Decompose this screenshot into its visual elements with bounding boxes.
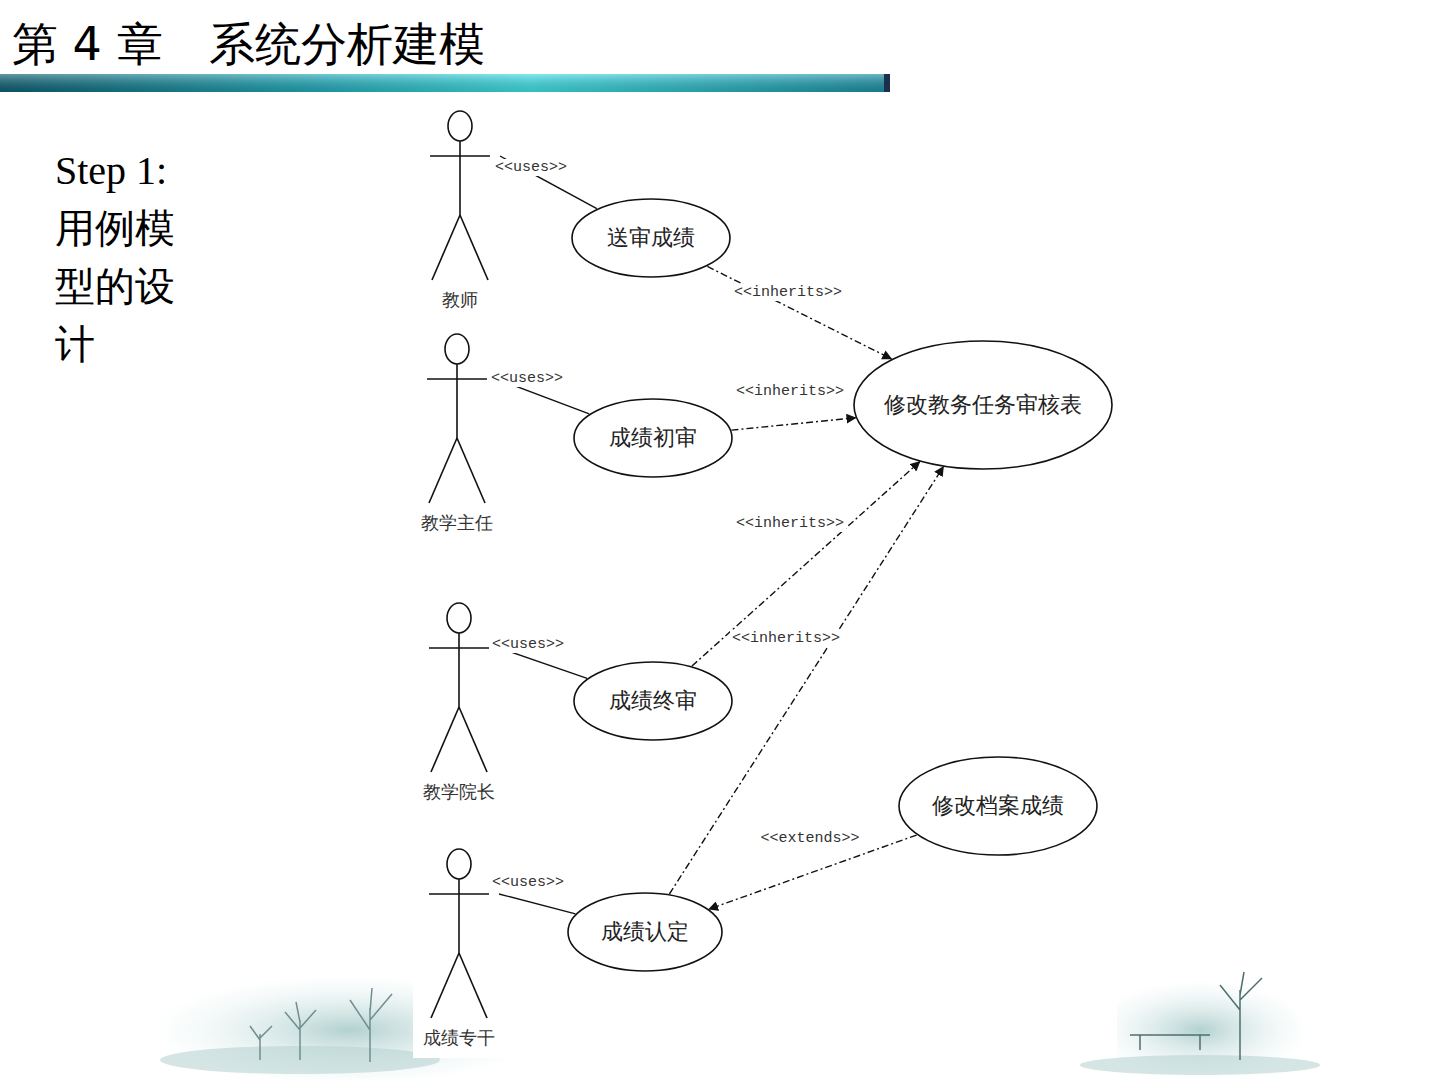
step-heading: Step 1: 用例模型的设计 — [55, 142, 213, 374]
dependency-arrow — [707, 266, 891, 359]
actor-figure: 成绩专干 — [419, 848, 499, 1052]
association-line — [499, 648, 587, 678]
stick-figure — [419, 602, 499, 806]
dependency-arrow — [692, 462, 920, 666]
use-case-ellipse: 修改教务任务审核表 — [853, 340, 1113, 470]
actor-figure: 教学院长 — [419, 602, 499, 806]
stick-figure — [420, 110, 500, 314]
page-title: 第 4 章 系统分析建模 — [12, 14, 485, 76]
stereotype-label: <<uses>> — [490, 874, 566, 891]
stereotype-label: <<inherits>> — [734, 383, 846, 400]
use-case-ellipse: 成绩认定 — [567, 892, 723, 972]
use-case-name: 成绩认定 — [601, 917, 689, 947]
actor-name: 教学主任 — [417, 511, 497, 535]
stereotype-label: <<extends>> — [758, 830, 861, 847]
use-case-name: 成绩初审 — [609, 423, 697, 453]
actor-name: 教学院长 — [419, 780, 499, 804]
header-bar-shade — [0, 74, 884, 92]
use-case-name: 修改教务任务审核表 — [884, 390, 1082, 420]
use-case-ellipse: 送审成绩 — [571, 198, 731, 278]
dependency-arrow — [731, 418, 855, 430]
diagram-ground — [413, 100, 1117, 1058]
stereotype-label: <<inherits>> — [734, 515, 846, 532]
use-case-name: 成绩终审 — [609, 686, 697, 716]
association-line — [499, 894, 575, 914]
stereotype-label: <<uses>> — [493, 159, 569, 176]
stereotype-label: <<inherits>> — [730, 630, 842, 647]
stereotype-label: <<inherits>> — [732, 284, 844, 301]
use-case-name: 修改档案成绩 — [932, 791, 1064, 821]
use-case-ellipse: 成绩终审 — [573, 661, 733, 741]
use-case-ellipse: 成绩初审 — [573, 398, 733, 478]
header-bar-cap — [884, 74, 890, 92]
stereotype-label: <<uses>> — [489, 370, 565, 387]
stereotype-label: <<uses>> — [490, 636, 566, 653]
actor-figure: 教师 — [420, 110, 500, 314]
actor-figure: 教学主任 — [417, 333, 497, 537]
stick-figure — [419, 848, 499, 1052]
stick-figure — [417, 333, 497, 537]
actor-name: 教师 — [420, 288, 500, 312]
header-bar — [0, 74, 884, 92]
actor-name: 成绩专干 — [419, 1026, 499, 1050]
use-case-ellipse: 修改档案成绩 — [898, 756, 1098, 856]
use-case-name: 送审成绩 — [607, 223, 695, 253]
